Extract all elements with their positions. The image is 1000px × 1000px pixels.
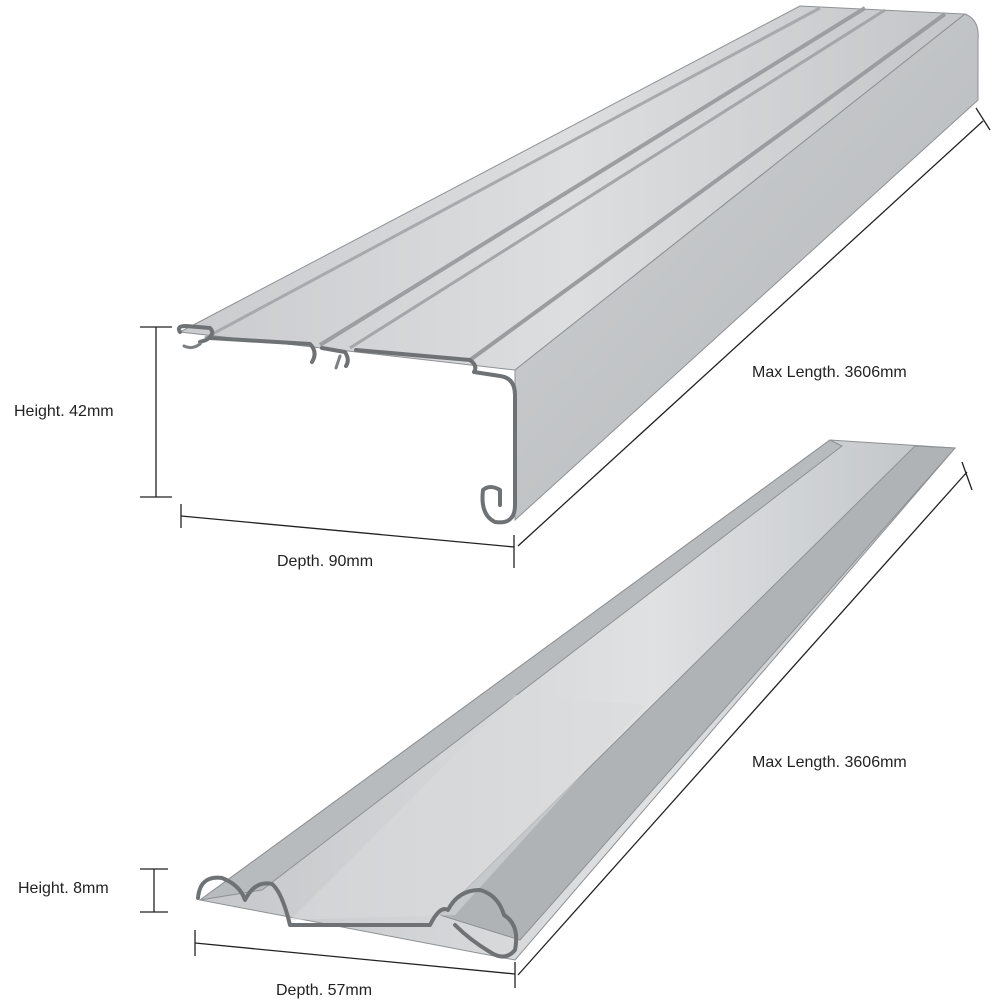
top-track-groove-1 xyxy=(204,6,821,340)
bottom-track xyxy=(196,439,957,961)
top-length-label: Max Length. 3606mm xyxy=(752,364,907,381)
bottom-length-dimension xyxy=(517,461,973,976)
top-track-end-profile xyxy=(176,324,517,525)
top-track-groove-4 xyxy=(468,12,947,362)
bottom-depth-label: Depth. 57mm xyxy=(276,982,372,999)
top-track-groove-3 xyxy=(349,8,886,350)
top-depth-dimension xyxy=(180,504,515,568)
top-height-dimension xyxy=(140,326,172,498)
top-track-groove-2 xyxy=(318,6,867,347)
top-height-label: Height. 42mm xyxy=(14,403,114,420)
bottom-height-label: Height. 8mm xyxy=(18,880,109,897)
bottom-height-dimension xyxy=(140,868,168,913)
top-length-dimension xyxy=(517,107,991,547)
top-track-side-face xyxy=(514,13,979,522)
bottom-depth-dimension xyxy=(194,930,516,988)
top-track xyxy=(176,5,979,525)
top-depth-label: Depth. 90mm xyxy=(277,553,373,570)
bottom-track-right-rail xyxy=(439,445,957,941)
top-track-end-inner xyxy=(182,342,342,370)
bottom-track-end-profile xyxy=(196,875,519,959)
bottom-track-film xyxy=(290,695,645,920)
bottom-length-label: Max Length. 3606mm xyxy=(752,754,907,771)
